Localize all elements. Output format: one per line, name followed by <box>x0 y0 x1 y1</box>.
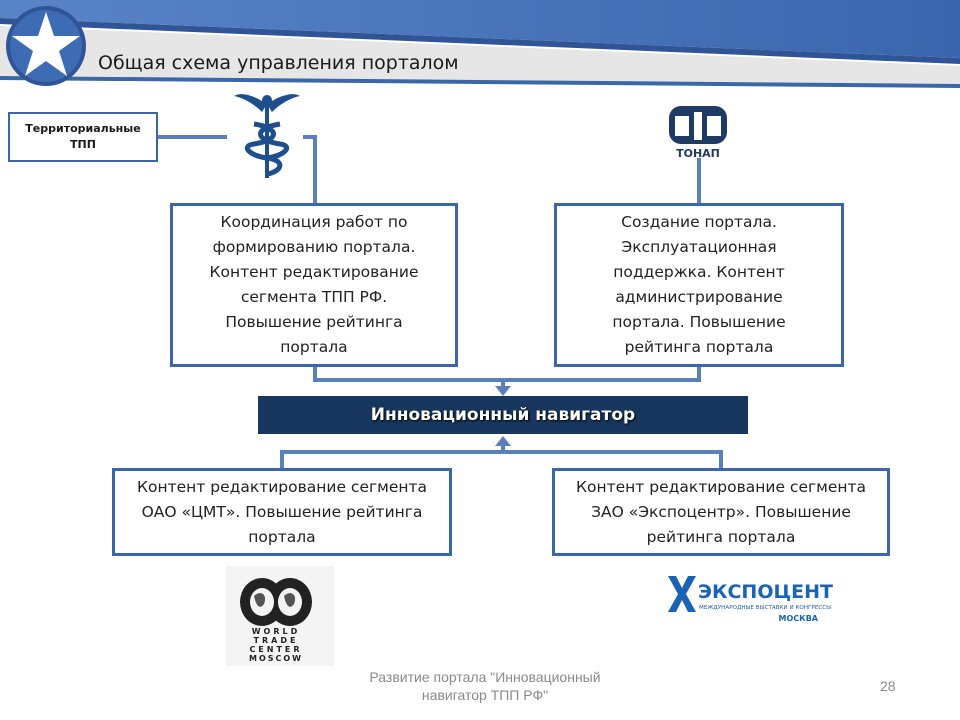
coordination-line: Повышение рейтинга <box>225 313 403 331</box>
portal-creation-line: рейтинга портала <box>624 338 774 356</box>
coordination-box: Координация работ по формированию портал… <box>170 203 458 367</box>
wtc-moscow-logo-icon: WORLD TRADE CENTER MOSCOW <box>226 566 334 666</box>
coordination-line: Контент редактирование <box>209 263 419 281</box>
wtc-logo-line: WORLD <box>252 627 301 636</box>
portal-creation-line: Создание портала. <box>621 213 777 231</box>
tonap-logo-icon: ТОНАП <box>669 106 727 160</box>
expocentre-logo-name: ЭКСПОЦЕНТР <box>698 581 834 603</box>
innovation-navigator-bar: Инновационный навигатор <box>258 396 748 434</box>
wtc-logo-line: CENTER <box>249 645 302 654</box>
cmt-content-line: Контент редактирование сегмента <box>136 477 428 496</box>
coordination-line: формированию портала. <box>212 238 416 256</box>
cmt-content-line: портала <box>248 527 316 546</box>
coordination-line: портала <box>280 338 348 356</box>
cmt-content-line: ОАО «ЦМТ». Повышение рейтинга <box>141 502 423 521</box>
page-title: Общая схема управления порталом <box>98 52 459 74</box>
expocentre-content-box: Контент редактирование сегмента ЗАО «Экс… <box>552 468 890 556</box>
tonap-logo-text: ТОНАП <box>676 147 720 160</box>
page-number: 28 <box>880 678 896 694</box>
expocentre-content-line: Контент редактирование сегмента <box>575 477 867 496</box>
caduceus-logo-icon <box>234 94 300 178</box>
wtc-logo-line: TRADE <box>254 636 299 645</box>
wtc-logo-line: MOSCOW <box>249 654 303 663</box>
footer-line2: навигатор ТПП РФ" <box>421 687 549 703</box>
territorial-tpp-line1: Территориальные <box>25 122 141 135</box>
expocentre-content-text: Контент редактирование сегмента ЗАО «Экс… <box>576 475 866 550</box>
territorial-tpp-line2: ТПП <box>70 138 96 151</box>
territorial-tpp-box: Территориальные ТПП <box>8 112 158 162</box>
header-banner <box>0 0 960 88</box>
cmt-content-box: Контент редактирование сегмента ОАО «ЦМТ… <box>112 468 452 556</box>
expocentre-content-line: рейтинга портала <box>646 527 796 546</box>
portal-creation-line: портала. Повышение <box>612 313 786 331</box>
footer-caption: Развитие портала "Инновационный навигато… <box>340 668 630 704</box>
cmt-content-text: Контент редактирование сегмента ОАО «ЦМТ… <box>137 475 427 550</box>
portal-creation-text: Создание портала. Эксплуатационная подде… <box>612 210 785 360</box>
coordination-text: Координация работ по формированию портал… <box>209 210 418 360</box>
footer-line1: Развитие портала "Инновационный <box>369 669 601 685</box>
coordination-line: сегмента ТПП РФ. <box>240 288 388 306</box>
coordination-line: Координация работ по <box>220 213 408 231</box>
expocentre-logo-icon: ЭКСПОЦЕНТР МЕЖДУНАРОДНЫЕ ВЫСТАВКИ И КОНГ… <box>658 566 834 628</box>
portal-creation-box: Создание портала. Эксплуатационная подде… <box>554 203 844 367</box>
portal-creation-line: администрирование <box>615 288 783 306</box>
expocentre-logo-tagline: МЕЖДУНАРОДНЫЕ ВЫСТАВКИ И КОНГРЕССЫ <box>699 605 831 611</box>
portal-creation-line: Эксплуатационная <box>621 238 777 256</box>
star-emblem-icon <box>6 6 86 86</box>
expocentre-content-line: ЗАО «Экспоцентр». Повышение <box>591 502 851 521</box>
expocentre-logo-city: МОСКВА <box>779 614 819 623</box>
portal-creation-line: поддержка. Контент <box>613 263 785 281</box>
